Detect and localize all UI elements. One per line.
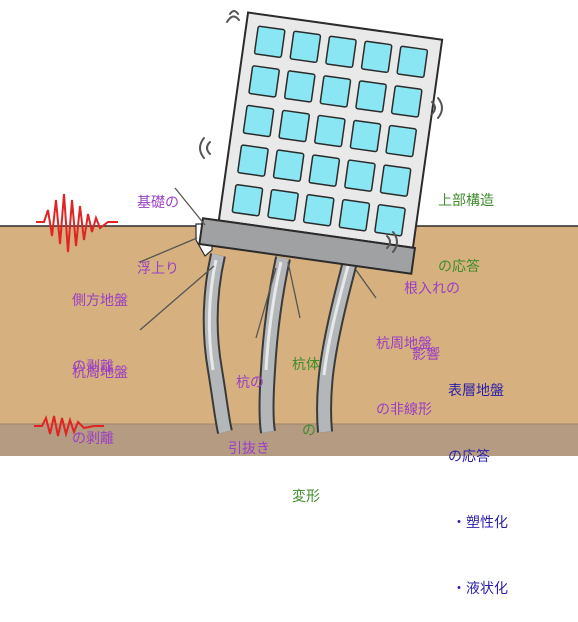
label-text: の剥離 xyxy=(72,431,114,447)
label-text: の非線形 xyxy=(376,402,432,418)
label-text: 引抜き xyxy=(228,441,270,457)
label-text: 側方地盤 xyxy=(72,293,128,309)
window xyxy=(344,159,376,192)
label-text: 表層地盤 xyxy=(448,383,504,399)
label-text: 基礎の xyxy=(137,195,179,211)
window xyxy=(314,114,346,148)
label-text: ・液状化 xyxy=(452,581,508,597)
label-superstructure-response: 上部構造 の応答 xyxy=(438,146,494,300)
label-text: 浮上り xyxy=(137,261,179,277)
window xyxy=(278,109,311,143)
label-text: 杭周地盤 xyxy=(72,365,128,381)
label-text: 根入れの xyxy=(404,281,460,297)
window xyxy=(349,119,382,153)
label-text: 変形 xyxy=(292,489,320,505)
label-pile-pullout: 杭の 引抜き xyxy=(228,328,270,482)
window xyxy=(237,144,269,177)
label-text: 上部構造 xyxy=(438,193,494,209)
window xyxy=(319,75,352,108)
window xyxy=(231,183,264,217)
window xyxy=(253,25,286,59)
surface-quake-wave xyxy=(36,193,118,253)
diagram-canvas xyxy=(0,10,578,456)
window xyxy=(385,124,417,158)
window xyxy=(379,164,412,197)
foundation xyxy=(198,217,417,275)
label-surface-ground-response: 表層地盤 の応答 ・塑性化 ・液状化 xyxy=(448,336,508,622)
label-side-ground-separation: 側方地盤 の剥離 xyxy=(72,246,128,400)
piles xyxy=(202,253,358,434)
building xyxy=(198,11,444,275)
label-pile-ground-separation: 杭周地盤 の剥離 xyxy=(72,318,128,472)
window xyxy=(396,45,429,79)
window xyxy=(242,104,275,138)
window xyxy=(325,35,357,69)
window xyxy=(374,204,406,237)
leader-pile-pullout xyxy=(255,267,277,339)
window xyxy=(355,80,387,113)
window xyxy=(267,189,299,222)
base-quake-wave xyxy=(34,415,104,438)
window xyxy=(302,194,335,227)
window xyxy=(272,149,305,182)
window xyxy=(390,85,423,118)
window xyxy=(248,65,280,98)
vibration-marks xyxy=(199,10,443,253)
label-pile-deformation: 杭体 の 変形 xyxy=(292,310,320,530)
label-text: 杭の xyxy=(236,375,264,391)
leader-side-separation xyxy=(139,237,198,263)
label-text: 影響 xyxy=(412,347,440,363)
window xyxy=(338,199,371,232)
label-foundation-uplift: 基礎の 浮上り xyxy=(137,148,179,302)
label-embedment-effect: 根入れの 影響 xyxy=(404,234,460,388)
leader-nonlinear xyxy=(355,269,377,299)
leader-lines xyxy=(139,187,377,339)
label-text: 杭体 xyxy=(292,357,320,373)
window xyxy=(360,40,393,74)
label-text: 杭周地盤 xyxy=(376,336,432,352)
label-text: の応答 xyxy=(438,259,480,275)
label-text: の xyxy=(302,423,316,439)
window xyxy=(308,154,341,187)
window xyxy=(289,30,322,64)
leader-pile-deformation xyxy=(287,261,301,319)
label-text: の応答 xyxy=(448,449,490,465)
label-text: ・塑性化 xyxy=(452,515,508,531)
label-pile-ground-nonlinear: 杭周地盤 の非線形 xyxy=(376,289,432,443)
window xyxy=(283,70,316,103)
label-text: の剥離 xyxy=(72,359,114,375)
bedrock-layer xyxy=(0,424,578,456)
leader-uplift xyxy=(174,187,206,226)
window-grid xyxy=(231,25,429,237)
leader-pile-separation xyxy=(139,265,215,331)
